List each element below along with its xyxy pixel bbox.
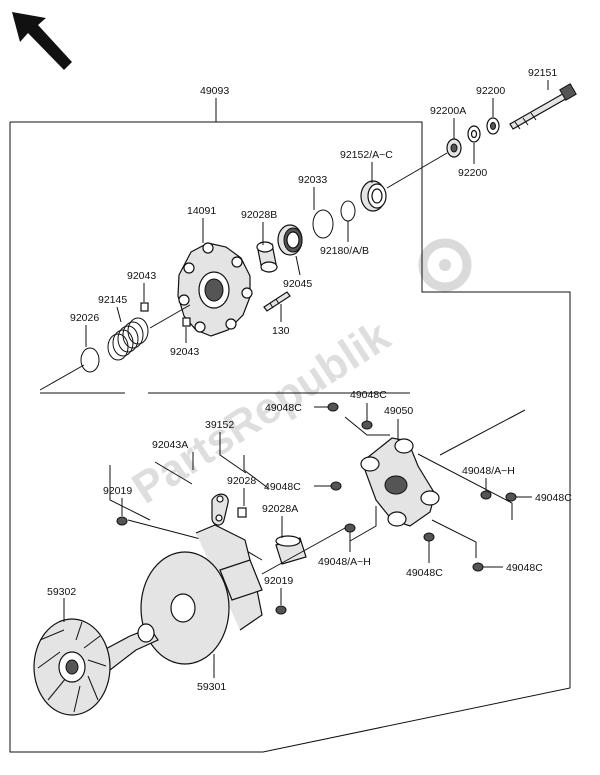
pin-92043A: [154, 461, 193, 485]
axis-spider: [439, 409, 526, 456]
label-92043A: 92043A: [152, 439, 188, 451]
axis-upper: [39, 364, 85, 391]
label-92033: 92033: [298, 174, 327, 186]
axis-upper-2: [149, 304, 191, 329]
label-92028: 92028: [227, 475, 256, 487]
label-59302: 59302: [47, 586, 76, 598]
nut-49048C-f: [472, 562, 484, 572]
snap-ring-92033: [312, 209, 334, 239]
label-14091: 14091: [187, 205, 216, 217]
label-92045: 92045: [283, 278, 312, 290]
label-49048C-b: 49048C: [350, 389, 387, 401]
leader-92045: [295, 255, 301, 276]
label-92026: 92026: [70, 312, 99, 324]
nut-49048C-d: [505, 492, 517, 502]
label-130: 130: [272, 325, 290, 337]
label-49048C-c: 49048C: [264, 481, 301, 493]
nut-92200A: [446, 138, 462, 158]
label-49048C-e: 49048C: [406, 567, 443, 579]
label-92043-b: 92043: [170, 346, 199, 358]
nut-49048C-a: [327, 402, 339, 412]
nut-49048C-c: [330, 481, 342, 491]
washer-92200-b: [467, 125, 481, 143]
sheave-59302: [33, 618, 159, 716]
bushing-92028B: [256, 241, 278, 273]
label-92151: 92151: [528, 67, 557, 79]
arrow-up-left-icon: [12, 12, 72, 70]
label-49048C-f: 49048C: [506, 562, 543, 574]
label-92145: 92145: [98, 294, 127, 306]
label-49050: 49050: [384, 405, 413, 417]
label-92019-a: 92019: [103, 485, 132, 497]
label-92028B: 92028B: [241, 209, 277, 221]
label-59301: 59301: [197, 681, 226, 693]
bolt-130: [263, 291, 291, 312]
axis-lower: [261, 527, 346, 575]
roller-arm-39152: [211, 493, 229, 526]
bearing-92045: [277, 224, 303, 256]
bracket-92028: [243, 455, 269, 489]
nut-49048-AH-a: [480, 490, 492, 500]
nut-92019-b: [275, 605, 287, 615]
label-92028A: 92028A: [262, 503, 298, 515]
bushing-92152: [360, 180, 387, 212]
spider-49050: [360, 437, 440, 527]
washer-92200-a: [486, 117, 500, 135]
label-49048-AH-a: 49048/A~H: [462, 465, 515, 477]
axis-top: [386, 152, 448, 189]
label-49048-AH-b: 49048/A~H: [318, 556, 371, 568]
nut-49048C-e: [423, 532, 435, 542]
label-92152: 92152/A~C: [340, 149, 393, 161]
label-49093: 49093: [200, 85, 229, 97]
nut-49048-AH-b: [344, 523, 356, 533]
label-92043-a: 92043: [127, 270, 156, 282]
label-49048C-d: 49048C: [535, 492, 572, 504]
pin-92043-a: [140, 302, 149, 312]
bushing-92028A: [275, 535, 307, 565]
bracket-right: [417, 453, 513, 520]
cover-14091: [177, 242, 253, 337]
spring-92145: [107, 317, 149, 361]
label-92200A: 92200A: [430, 105, 466, 117]
leader-92145: [116, 306, 122, 323]
gear-icon: [418, 238, 472, 292]
nut-92019-a: [116, 516, 128, 526]
bracket-left-2: [349, 506, 377, 542]
nut-49048C-b: [361, 420, 373, 430]
label-92200-a: 92200: [476, 85, 505, 97]
bracket-right-2: [431, 519, 477, 558]
label-92019-b: 92019: [264, 575, 293, 587]
leader-39152: [219, 432, 247, 474]
bolt-92151: [509, 83, 577, 130]
bushing-92028: [237, 507, 247, 518]
label-92200-b: 92200: [458, 167, 487, 179]
bracket-49048C-b: [344, 416, 390, 436]
washer-92026: [80, 347, 100, 373]
bracket-92019: [127, 519, 213, 543]
label-49048C-a: 49048C: [265, 402, 302, 414]
sheave-59301: [140, 524, 263, 665]
label-39152: 39152: [205, 419, 234, 431]
snap-ring-92180: [340, 200, 356, 222]
pin-92043-b: [182, 317, 191, 327]
assembly-frame: [9, 121, 571, 753]
bracket-92043A: [109, 465, 151, 521]
label-92180: 92180/A/B: [320, 245, 369, 257]
